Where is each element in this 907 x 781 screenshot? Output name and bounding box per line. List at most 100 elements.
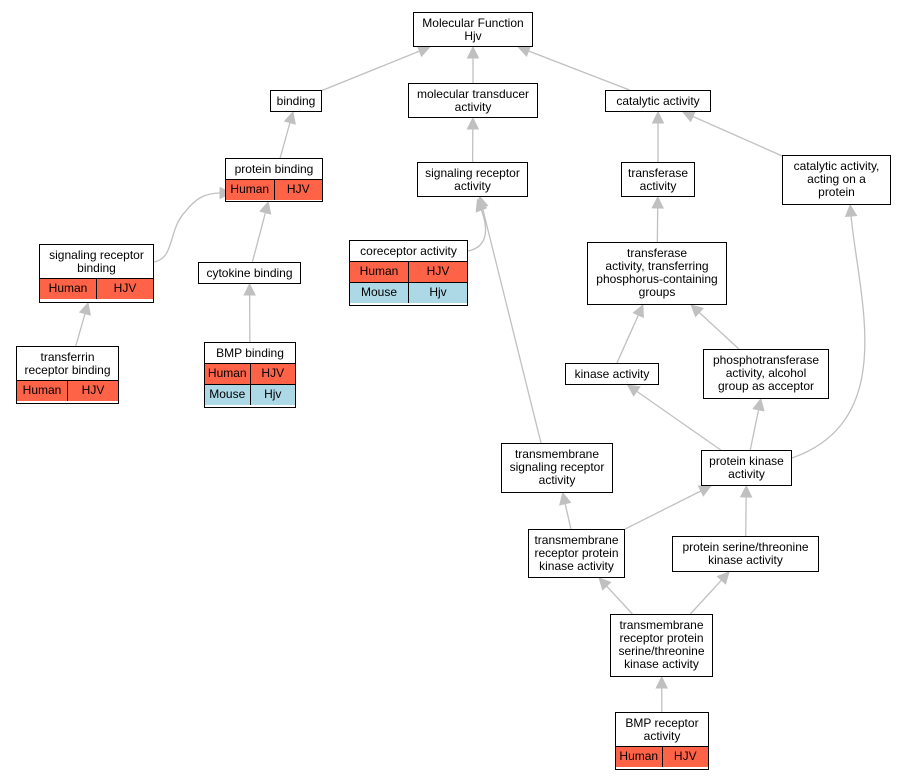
edge-tm-rec-ser-thr-to-ser-thr-kinase [689, 578, 723, 615]
node-label: protein kinase activity [709, 454, 784, 481]
node-sig-rec-act[interactable]: signaling receptor activity [417, 162, 528, 197]
node-tm-sig-rec[interactable]: transmembrane signaling receptor activit… [501, 443, 613, 493]
edge-cytokine-binding-to-protein-binding [251, 211, 267, 263]
edge-protein-binding-to-binding [279, 121, 291, 159]
edge-catalytic-to-mf [527, 49, 630, 91]
node-label: BMP binding [216, 346, 284, 360]
edge-arrowhead [739, 484, 753, 498]
edge-arrowhead [651, 110, 665, 124]
edge-tfr-binding-to-sig-rec-binding [75, 312, 86, 347]
edge-arrowhead [78, 301, 91, 316]
node-label: transmembrane signaling receptor activit… [509, 447, 605, 487]
edge-arrowhead [598, 577, 612, 591]
edge-arrowhead [626, 384, 641, 397]
node-kinase[interactable]: kinase activity [565, 363, 659, 385]
edge-kinase-to-transferase-phos [616, 313, 640, 364]
edge-protein-kinase-to-cat-protein [791, 214, 866, 459]
edge-tm-rec-ser-thr-to-tm-rec-kinase [605, 584, 633, 615]
node-label: catalytic activity, acting on a protein [793, 159, 880, 199]
node-phosphotransferase[interactable]: phosphotransferase activity, alcohol gro… [703, 349, 829, 399]
node-label: molecular transducer activity [416, 87, 530, 114]
edge-arrowhead [259, 200, 272, 215]
edge-cat-protein-to-catalytic [691, 115, 783, 157]
node-mf[interactable]: Molecular Function Hjv [413, 12, 533, 47]
edge-arrowhead [752, 397, 765, 412]
gene-label: HJV [661, 747, 709, 767]
node-label: transferrin receptor binding [24, 350, 111, 377]
gene-label: Hjv [249, 385, 296, 405]
node-label: transmembrane receptor protein serine/th… [618, 618, 705, 671]
gene-label: Hjv [408, 283, 467, 303]
node-label: transmembrane receptor protein kinase ac… [534, 533, 619, 573]
node-label: protein binding [234, 162, 314, 176]
node-catalytic[interactable]: catalytic activity [605, 90, 711, 112]
species-label: Human [22, 383, 62, 397]
species-label: Mouse [209, 387, 246, 401]
edge-arrowhead [243, 282, 256, 296]
edge-tm-rec-kinase-to-tm-sig-rec [564, 502, 572, 530]
node-transferase-phos[interactable]: transferase activity, transferring phosp… [587, 242, 727, 305]
node-label: catalytic activity [616, 94, 700, 108]
edge-tm-rec-kinase-to-protein-kinase [624, 489, 703, 530]
node-cat-protein[interactable]: catalytic activity, acting on a protein [782, 155, 891, 205]
node-mol-transducer[interactable]: molecular transducer activity [408, 83, 538, 118]
node-label: cytokine binding [206, 266, 293, 280]
edge-arrowhead [697, 485, 712, 497]
edge-arrowhead [283, 110, 296, 125]
node-label: phosphotransferase activity, alcohol gro… [712, 353, 820, 393]
species-label: Human [619, 749, 659, 763]
node-label: signaling receptor activity [425, 166, 520, 193]
edge-arrowhead [651, 195, 665, 209]
annotation-row-mouse: Mouse Hjv [350, 282, 467, 303]
edge-arrowhead [690, 304, 704, 318]
species-label: Human [48, 281, 88, 295]
edge-arrowhead [466, 116, 480, 130]
node-binding[interactable]: binding [270, 90, 322, 112]
node-ser-thr-kinase[interactable]: protein serine/threonine kinase activity [672, 536, 819, 572]
edge-binding-to-mf [321, 50, 421, 92]
edge-phosphotransferase-to-transferase-phos [698, 311, 740, 350]
node-label: Molecular Function Hjv [422, 16, 524, 43]
node-label: protein serine/threonine kinase activity [682, 540, 809, 567]
edge-tm-sig-rec-to-sig-rec-act [481, 205, 542, 444]
node-transferase[interactable]: transferase activity [621, 162, 695, 197]
species-label: Human [207, 366, 247, 380]
edge-arrowhead [632, 303, 644, 319]
annotation-row-human: Human HJV [40, 278, 153, 299]
gene-label: HJV [67, 381, 118, 401]
species-label: Mouse [360, 285, 398, 299]
node-label: coreceptor activity [360, 244, 457, 258]
gene-label: HJV [96, 279, 153, 299]
node-label: signaling receptor binding [49, 248, 144, 275]
edge-sig-rec-binding-to-protein-binding [153, 192, 222, 263]
node-label: binding [276, 94, 316, 108]
edge-arrowhead [416, 45, 431, 58]
node-tm-rec-kinase[interactable]: transmembrane receptor protein kinase ac… [528, 529, 625, 578]
edge-arrowhead [716, 571, 730, 585]
edge-protein-kinase-to-phosphotransferase [749, 408, 760, 451]
node-cytokine-binding[interactable]: cytokine binding [198, 262, 301, 284]
edge-arrowhead [559, 491, 572, 506]
gene-label: HJV [249, 364, 296, 384]
node-tm-rec-ser-thr[interactable]: transmembrane receptor protein serine/th… [610, 614, 713, 677]
edge-arrowhead [466, 45, 480, 59]
node-label: transferase activity [627, 166, 689, 193]
edge-arrowhead [681, 110, 696, 123]
node-label: kinase activity [574, 367, 650, 381]
edge-protein-kinase-to-kinase [635, 390, 722, 451]
annotation-row-human: Human HJV [17, 380, 118, 401]
node-protein-kinase[interactable]: protein kinase activity [701, 450, 792, 486]
species-label: Human [230, 182, 270, 196]
species-label: Human [359, 264, 399, 278]
